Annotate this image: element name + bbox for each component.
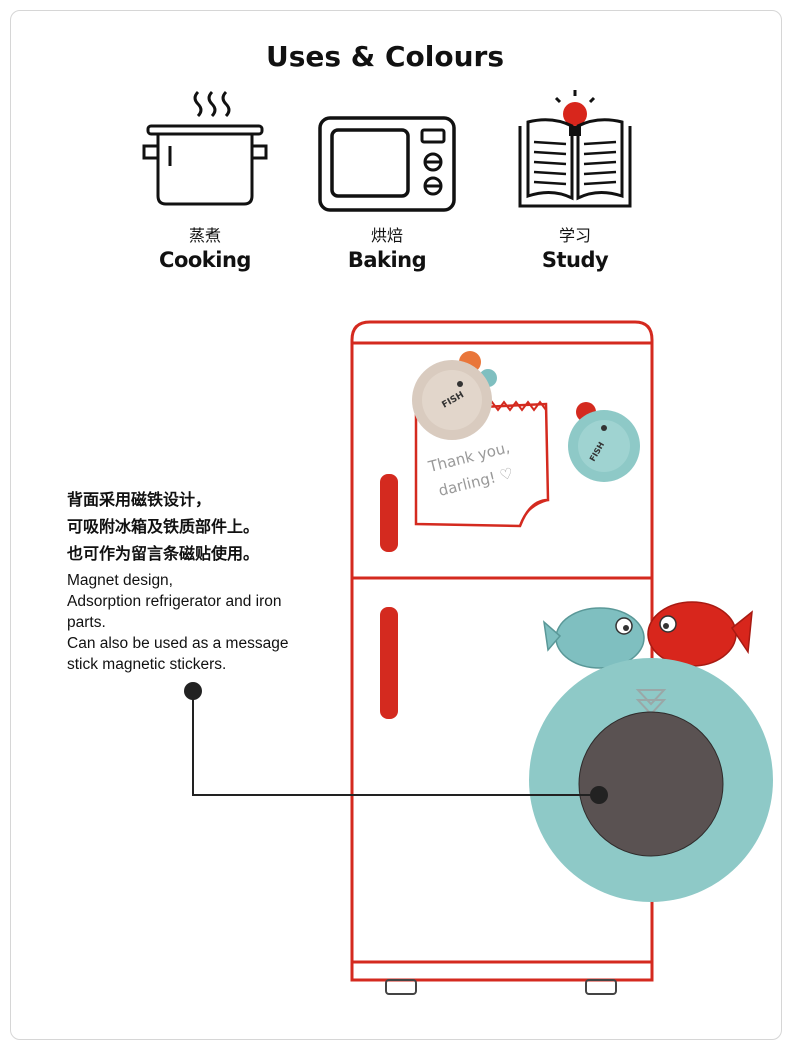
- callout-line: [184, 682, 608, 804]
- magnet-back: [578, 711, 724, 857]
- section-title: Uses & Colours: [266, 40, 504, 73]
- arrow-down-icon: [635, 699, 667, 716]
- use-cn-label: 学习: [558, 226, 591, 245]
- red-fish-icon: [647, 601, 753, 667]
- description-en-line: stick magnetic stickers.: [67, 656, 227, 673]
- description-cn-line: 也可作为留言条磁贴使用。: [67, 544, 260, 563]
- use-cooking: 蒸煮 Cooking: [130, 86, 280, 272]
- fridge-outline: [350, 320, 654, 982]
- use-en-label: Cooking: [159, 248, 251, 272]
- use-cn-label: 蒸煮: [188, 226, 221, 245]
- large-timer: [529, 601, 773, 902]
- description-chinese: 背面采用磁铁设计， 可吸附冰箱及铁质部件上。 也可作为留言条磁贴使用。: [67, 486, 367, 567]
- description-en-line: Adsorption refrigerator and iron: [67, 593, 282, 610]
- fridge-upper-handle: [380, 474, 398, 552]
- description-cn-line: 可吸附冰箱及铁质部件上。: [67, 517, 260, 536]
- use-en-label: Study: [541, 248, 609, 272]
- description-cn-line: 背面采用磁铁设计，: [67, 490, 212, 509]
- fridge-foot-right: [585, 979, 617, 995]
- teal-fish-icon: [542, 607, 645, 669]
- book-lightbulb-icon: [518, 90, 632, 208]
- description-en-line: Can also be used as a message: [67, 635, 289, 652]
- use-study: 学习 Study: [500, 86, 650, 272]
- description-english: Magnet design, Adsorption refrigerator a…: [67, 570, 357, 675]
- fridge-foot-left: [385, 979, 417, 995]
- use-en-label: Baking: [347, 248, 427, 272]
- use-cn-label: 烘焙: [370, 226, 403, 245]
- use-baking: 烘焙 Baking: [312, 86, 462, 272]
- description-en-line: Magnet design,: [67, 572, 173, 589]
- cooking-pot-icon: [142, 90, 268, 206]
- microwave-icon: [318, 116, 456, 212]
- fridge-lower-handle: [380, 607, 398, 719]
- teal-timer-magnet: FISH: [568, 402, 640, 482]
- description-en-line: parts.: [67, 614, 106, 631]
- beige-timer-magnet: FISH: [412, 351, 497, 440]
